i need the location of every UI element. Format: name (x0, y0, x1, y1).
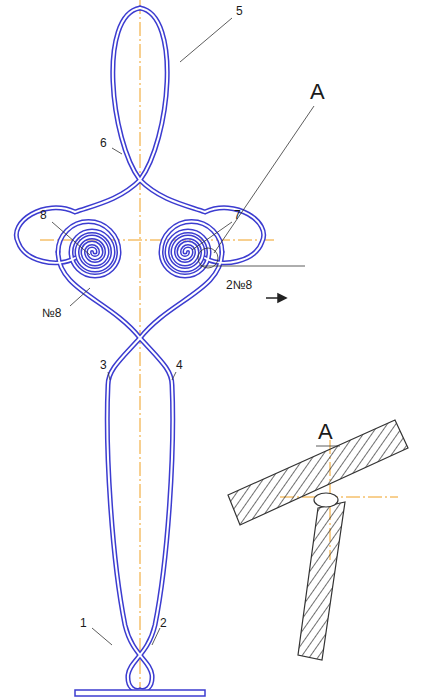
callout-number: 3 (100, 358, 107, 372)
callout-number: 7 (234, 208, 241, 222)
callout-number: 8 (40, 208, 47, 222)
weld-note: №8 (42, 306, 62, 320)
callout-number: 1 (80, 616, 87, 630)
view-letter: A (310, 80, 325, 104)
callout-number: 5 (236, 4, 243, 18)
callout-number: 6 (100, 136, 107, 150)
view-letter: A (318, 420, 333, 444)
callout-number: 2 (160, 616, 167, 630)
callout-number: 4 (176, 358, 183, 372)
weld-note: 2№8 (226, 278, 252, 292)
